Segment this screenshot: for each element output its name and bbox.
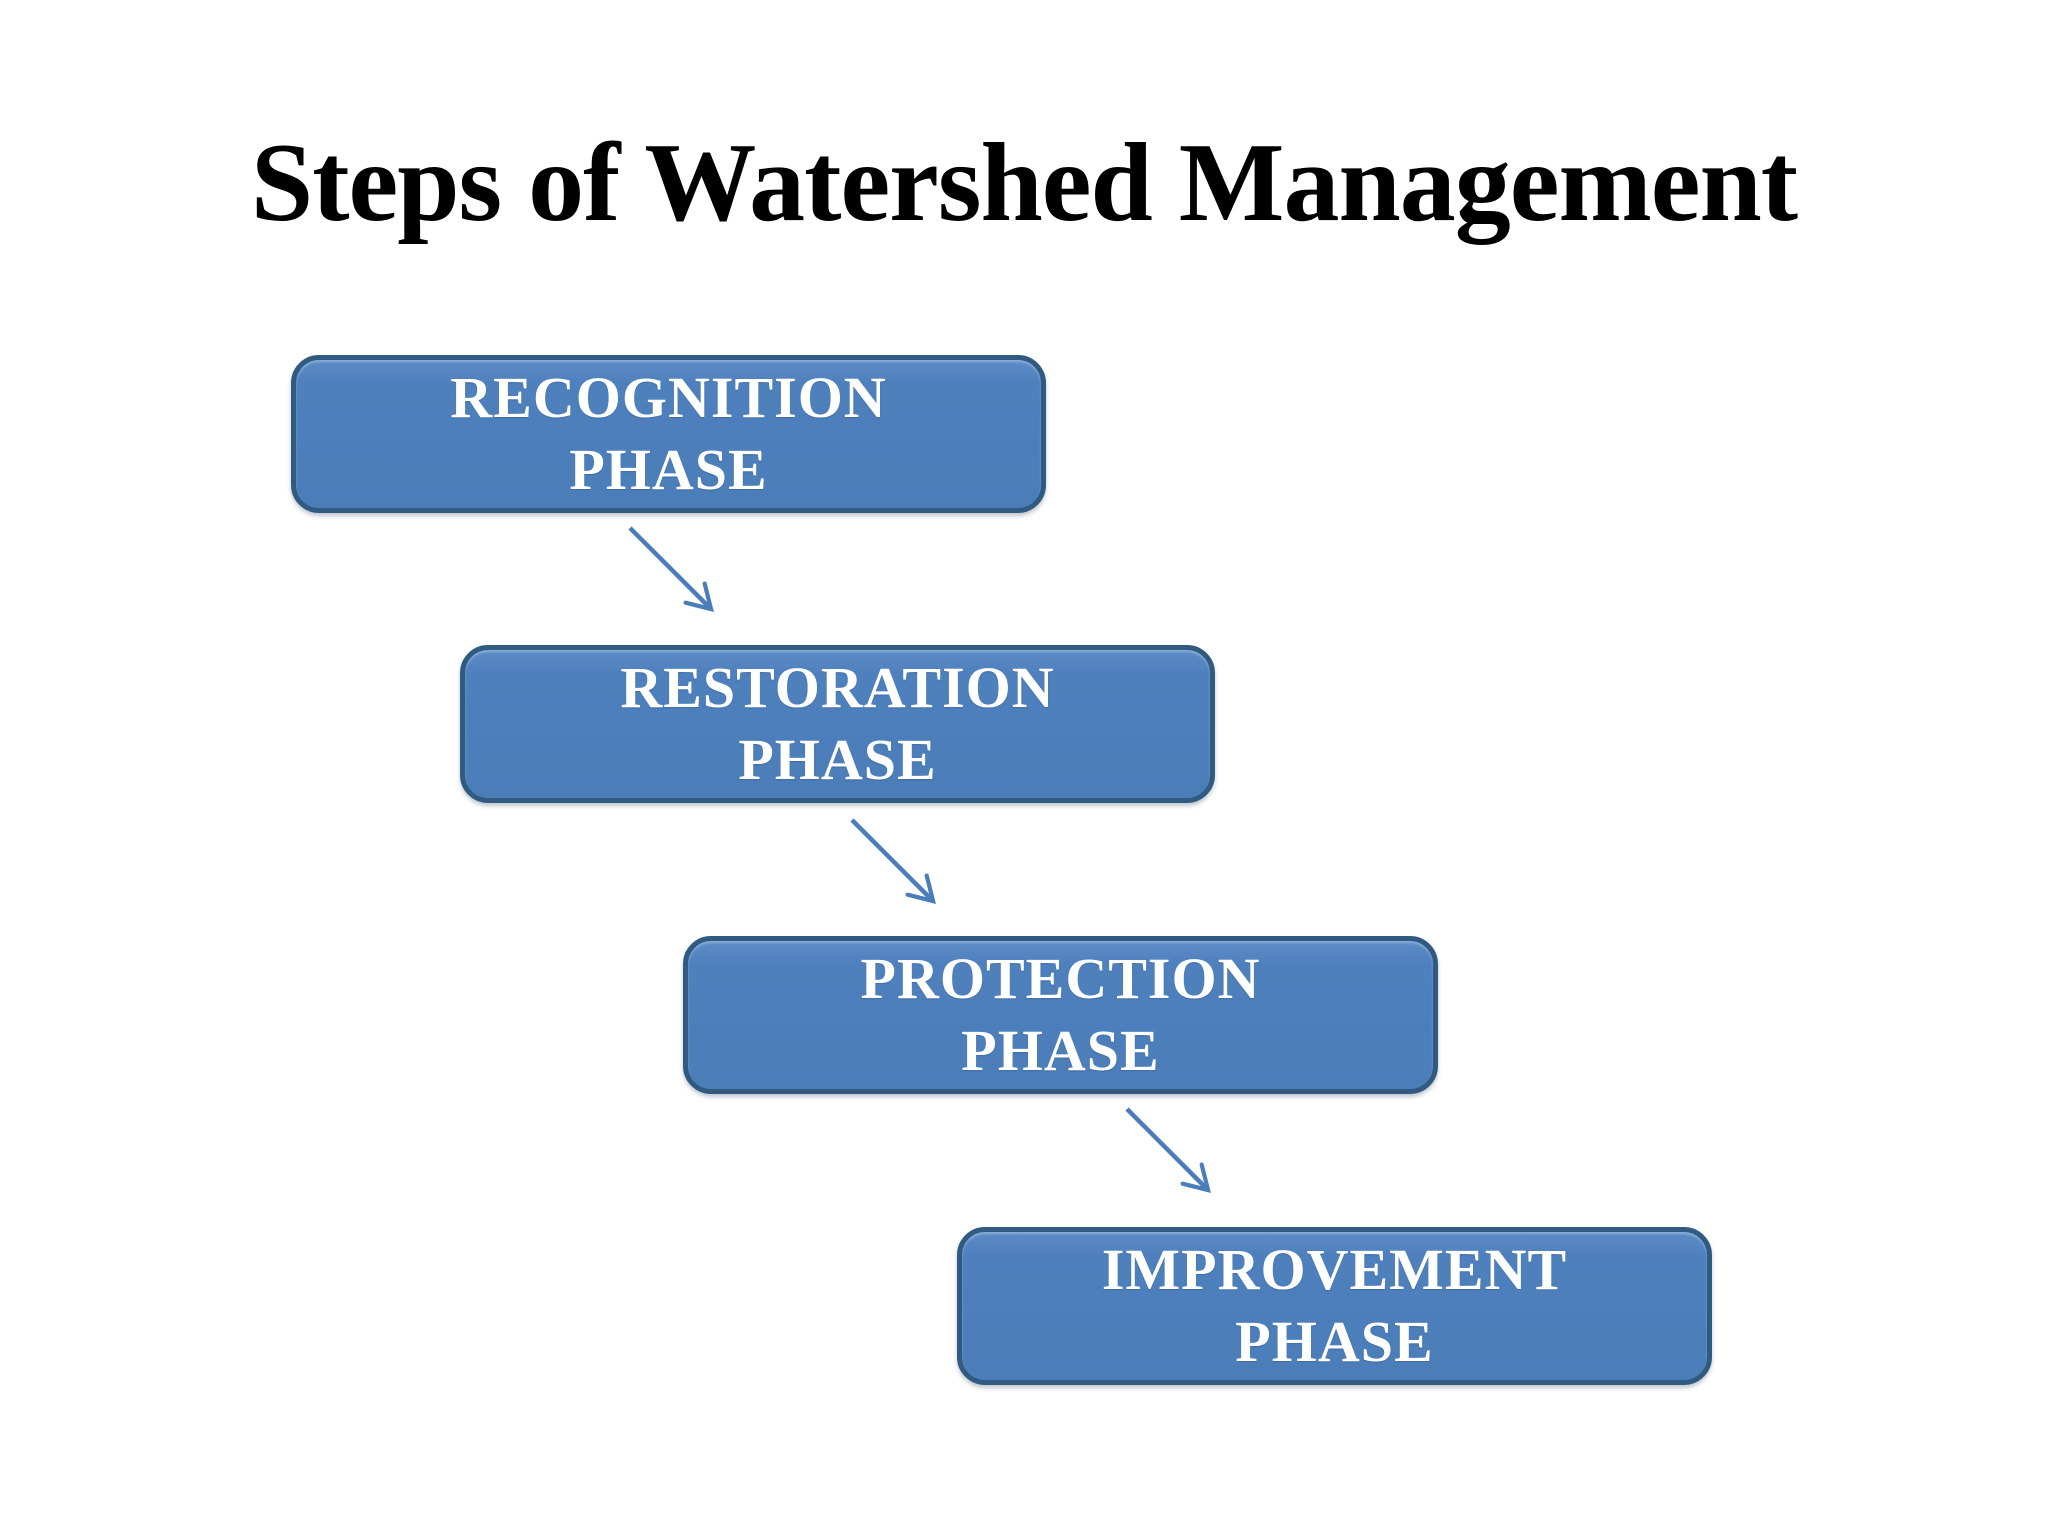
connector-arrow-2	[850, 818, 936, 904]
connector-arrow-3	[1125, 1107, 1211, 1193]
step-box-recognition-phase: RECOGNITION PHASE	[291, 355, 1046, 513]
step-label-restoration-phase: RESTORATION PHASE	[620, 655, 1055, 792]
step-label-improvement-phase: IMPROVEMENT PHASE	[1101, 1237, 1568, 1374]
step-box-restoration-phase: RESTORATION PHASE	[460, 645, 1215, 803]
connector-arrow-1	[628, 526, 714, 612]
slide-title: Steps of Watershed Management	[250, 121, 1798, 245]
step-label-protection-phase: PROTECTION PHASE	[860, 946, 1261, 1083]
step-box-protection-phase: PROTECTION PHASE	[683, 936, 1438, 1094]
step-label-recognition-phase: RECOGNITION PHASE	[450, 365, 887, 502]
step-box-improvement-phase: IMPROVEMENT PHASE	[957, 1227, 1712, 1385]
